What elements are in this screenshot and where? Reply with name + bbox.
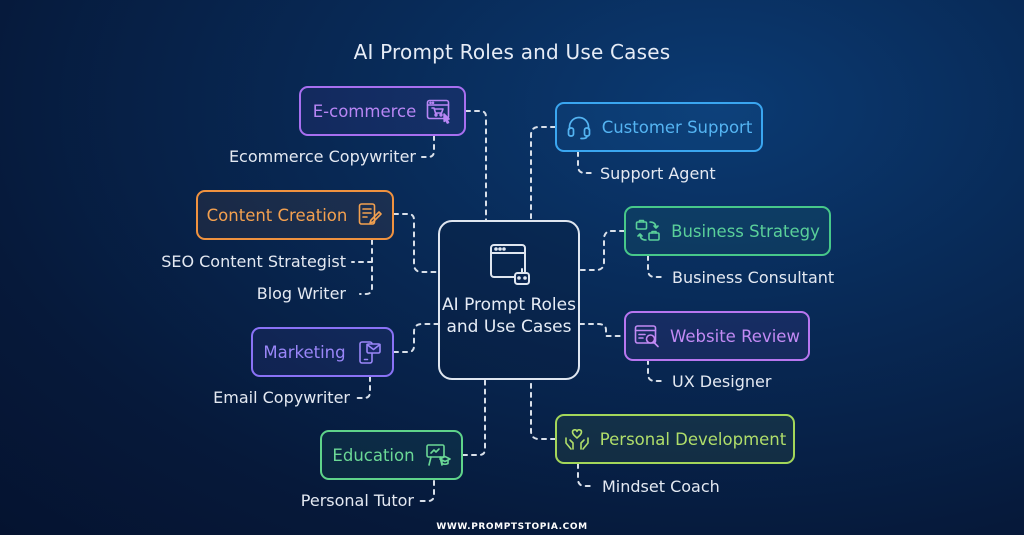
headset-icon [566, 114, 592, 140]
category-content-creation-label: Content Creation [206, 205, 348, 225]
category-customer-support-label: Customer Support [601, 117, 753, 137]
link-education-role [419, 480, 435, 502]
category-content-creation: Content Creation [196, 190, 394, 240]
category-customer-support: Customer Support [555, 102, 763, 152]
role-business-consultant: Business Consultant [672, 268, 835, 287]
category-website-review-label: Website Review [670, 326, 800, 346]
document-pencil-icon [357, 202, 383, 228]
link-ecommerce-role [421, 135, 435, 158]
role-blog-writer: Blog Writer [256, 284, 346, 303]
role-email-copywriter: Email Copywriter [213, 388, 350, 407]
phone-mail-icon [356, 339, 382, 365]
link-marketing-role [355, 376, 371, 399]
link-education [462, 379, 486, 456]
diagram-title: AI Prompt Roles and Use Cases [353, 40, 671, 64]
role-ecommerce-copywriter: Ecommerce Copywriter [228, 147, 416, 166]
category-marketing-label: Marketing [263, 342, 346, 362]
category-education: Education [320, 430, 463, 480]
link-customer-support-role [577, 151, 593, 174]
category-personal-development: Personal Development [555, 414, 795, 464]
category-marketing: Marketing [251, 327, 394, 377]
role-support-agent: Support Agent [600, 164, 716, 183]
category-education-label: Education [332, 445, 415, 465]
link-marketing [393, 323, 439, 353]
category-website-review: Website Review [624, 311, 810, 361]
role-mindset-coach: Mindset Coach [602, 477, 720, 496]
link-website-review-role [647, 359, 663, 382]
category-personal-development-label: Personal Development [599, 429, 787, 449]
center-node: AI Prompt Roles and Use Cases [438, 220, 580, 380]
browser-robot-icon [488, 242, 534, 288]
role-personal-tutor: Personal Tutor [300, 491, 414, 510]
teacher-board-icon [425, 442, 451, 468]
category-ecommerce: E-commerce [299, 86, 466, 136]
link-personal-development-role [577, 463, 593, 487]
center-node-label: AI Prompt Roles and Use Cases [442, 295, 576, 337]
role-seo-content-strategist: SEO Content Strategist [161, 252, 346, 271]
link-content-creation-roles [351, 239, 373, 295]
link-customer-support [530, 126, 556, 221]
link-content-creation [393, 213, 439, 273]
link-business-strategy-role [647, 255, 663, 278]
category-business-strategy-label: Business Strategy [671, 221, 820, 241]
link-website-review [579, 323, 625, 337]
link-ecommerce [465, 110, 487, 221]
link-business-strategy [579, 230, 625, 271]
hands-heart-icon [564, 426, 590, 452]
category-ecommerce-label: E-commerce [312, 101, 417, 121]
link-personal-development [530, 379, 556, 440]
briefcase-exchange-icon [635, 218, 661, 244]
browser-magnifier-icon [634, 323, 660, 349]
role-ux-designer: UX Designer [672, 372, 772, 391]
category-business-strategy: Business Strategy [624, 206, 831, 256]
footer-url: WWW.PROMPTSTOPIA.COM [436, 522, 588, 532]
browser-cart-icon [426, 98, 452, 124]
